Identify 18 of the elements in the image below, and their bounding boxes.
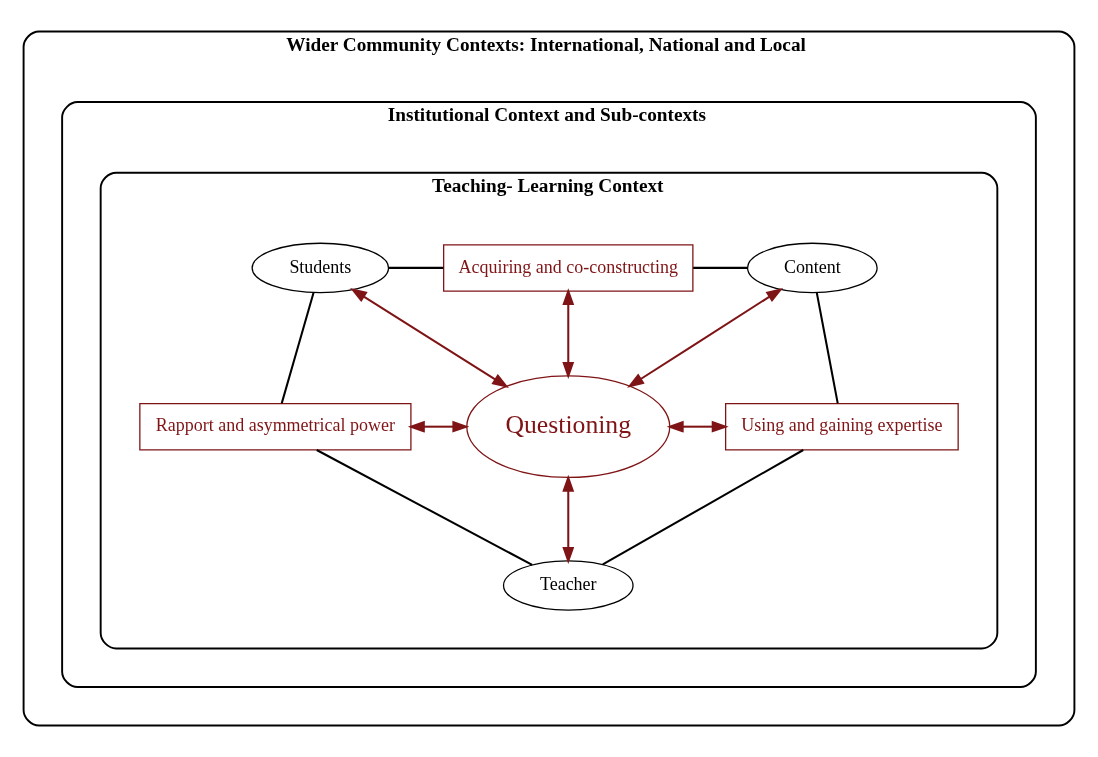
arrow bbox=[666, 420, 729, 433]
connector bbox=[693, 266, 748, 269]
arrow bbox=[407, 420, 470, 433]
connector bbox=[280, 292, 315, 404]
arrow bbox=[350, 287, 509, 389]
node-box: Rapport and asymmetrical power bbox=[139, 402, 412, 451]
arrow bbox=[562, 474, 575, 565]
connector bbox=[316, 449, 533, 566]
node-ellipse: Teacher bbox=[502, 560, 634, 611]
connector bbox=[602, 449, 804, 566]
connector bbox=[815, 292, 839, 404]
connector bbox=[388, 266, 444, 269]
arrow bbox=[627, 287, 784, 388]
arrow bbox=[562, 288, 575, 379]
node-ellipse: Content bbox=[746, 242, 878, 294]
node-box: Using and gaining expertise bbox=[725, 402, 959, 451]
node-ellipse: Students bbox=[251, 242, 390, 294]
node-box: Acquiring and co-constructing bbox=[443, 244, 694, 292]
